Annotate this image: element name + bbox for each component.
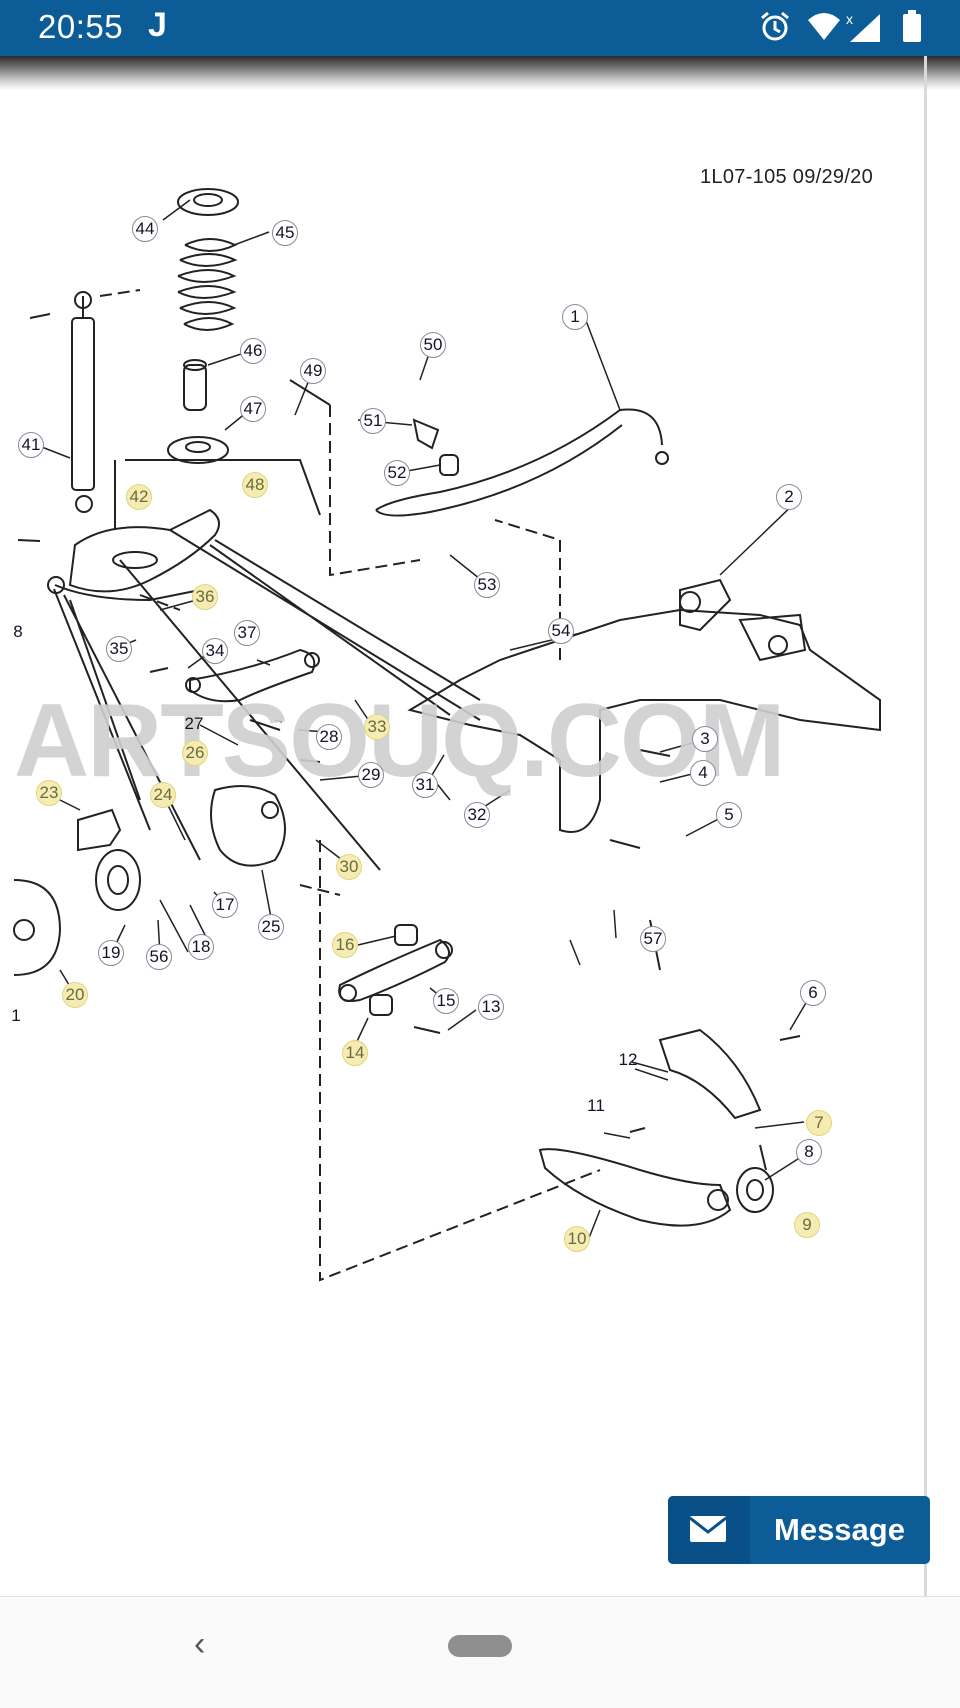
svg-text:x: x xyxy=(846,11,853,27)
callout[interactable]: 53 xyxy=(474,572,500,598)
callout[interactable]: 32 xyxy=(464,802,490,828)
callout[interactable]: 45 xyxy=(272,220,298,246)
status-time: 20:55 xyxy=(38,8,124,45)
callout[interactable]: 48 xyxy=(242,472,268,498)
callout[interactable]: 2 xyxy=(776,484,802,510)
navigation-bar: ‹ xyxy=(0,1596,960,1708)
callout[interactable]: 6 xyxy=(800,980,826,1006)
callout[interactable]: 8 xyxy=(13,622,23,641)
callout[interactable]: 4 xyxy=(690,760,716,786)
callout[interactable]: 19 xyxy=(98,940,124,966)
callout[interactable]: 24 xyxy=(150,782,176,808)
callout[interactable]: 42 xyxy=(126,484,152,510)
callout[interactable]: 1 xyxy=(11,1006,21,1025)
suspension-drawing xyxy=(13,188,881,1282)
callout[interactable]: 9 xyxy=(794,1212,820,1238)
status-bar: 20:55 J x xyxy=(0,0,960,56)
callout[interactable]: 36 xyxy=(192,584,218,610)
callout[interactable]: 12 xyxy=(618,1050,638,1069)
callout[interactable]: 56 xyxy=(146,944,172,970)
callout[interactable]: 18 xyxy=(188,934,214,960)
callout[interactable]: 49 xyxy=(300,358,326,384)
toolbar-shadow xyxy=(0,56,960,90)
callout[interactable]: 37 xyxy=(234,620,260,646)
callout[interactable]: 10 xyxy=(564,1226,590,1252)
signal-no-data-icon: x xyxy=(846,10,886,51)
callout[interactable]: 34 xyxy=(202,638,228,664)
callout[interactable]: 5 xyxy=(716,802,742,828)
callout[interactable]: 44 xyxy=(132,216,158,242)
callout[interactable]: 7 xyxy=(806,1110,832,1136)
callout[interactable]: 20 xyxy=(62,982,88,1008)
back-chevron-icon[interactable]: ‹ xyxy=(194,1625,206,1663)
callout[interactable]: 51 xyxy=(360,408,386,434)
page-edge-divider xyxy=(924,56,927,1596)
callout[interactable]: 30 xyxy=(336,854,362,880)
message-button[interactable]: Message xyxy=(668,1496,930,1564)
callout[interactable]: 14 xyxy=(342,1040,368,1066)
callout[interactable]: 13 xyxy=(478,994,504,1020)
callout[interactable]: 33 xyxy=(364,714,390,740)
envelope-icon xyxy=(668,1496,750,1564)
callout[interactable]: 3 xyxy=(692,726,718,752)
alarm-clock-icon xyxy=(758,10,792,49)
callout[interactable]: 52 xyxy=(384,460,410,486)
callout[interactable]: 15 xyxy=(433,988,459,1014)
app-notification-icon: J xyxy=(148,6,167,44)
watermark: ARTSOUQ.COM xyxy=(14,683,786,799)
parts-diagram: ARTSOUQ.COM 1L07-105 09/29/20 1 2 3 4 5 … xyxy=(0,90,924,1410)
callout[interactable]: 54 xyxy=(548,618,574,644)
callout[interactable]: 50 xyxy=(420,332,446,358)
callout[interactable]: 41 xyxy=(18,432,44,458)
callout[interactable]: 27 xyxy=(184,714,204,733)
callout[interactable]: 8 xyxy=(796,1139,822,1165)
callout[interactable]: 31 xyxy=(412,772,438,798)
callout[interactable]: 26 xyxy=(182,740,208,766)
callout[interactable]: 17 xyxy=(212,892,238,918)
callout[interactable]: 57 xyxy=(640,926,666,952)
callout[interactable]: 47 xyxy=(240,396,266,422)
callout[interactable]: 23 xyxy=(36,780,62,806)
message-button-label: Message xyxy=(774,1512,905,1547)
callout[interactable]: 16 xyxy=(332,932,358,958)
callout[interactable]: 28 xyxy=(316,724,342,750)
callout[interactable]: 35 xyxy=(106,636,132,662)
callout[interactable]: 25 xyxy=(258,914,284,940)
callout[interactable]: 1 xyxy=(562,304,588,330)
battery-icon xyxy=(902,10,922,49)
callout[interactable]: 29 xyxy=(358,762,384,788)
callout[interactable]: 46 xyxy=(240,338,266,364)
wifi-icon xyxy=(806,10,842,47)
document-id: 1L07-105 09/29/20 xyxy=(700,166,874,188)
callout[interactable]: 11 xyxy=(587,1096,605,1115)
home-pill-icon[interactable] xyxy=(448,1635,512,1657)
